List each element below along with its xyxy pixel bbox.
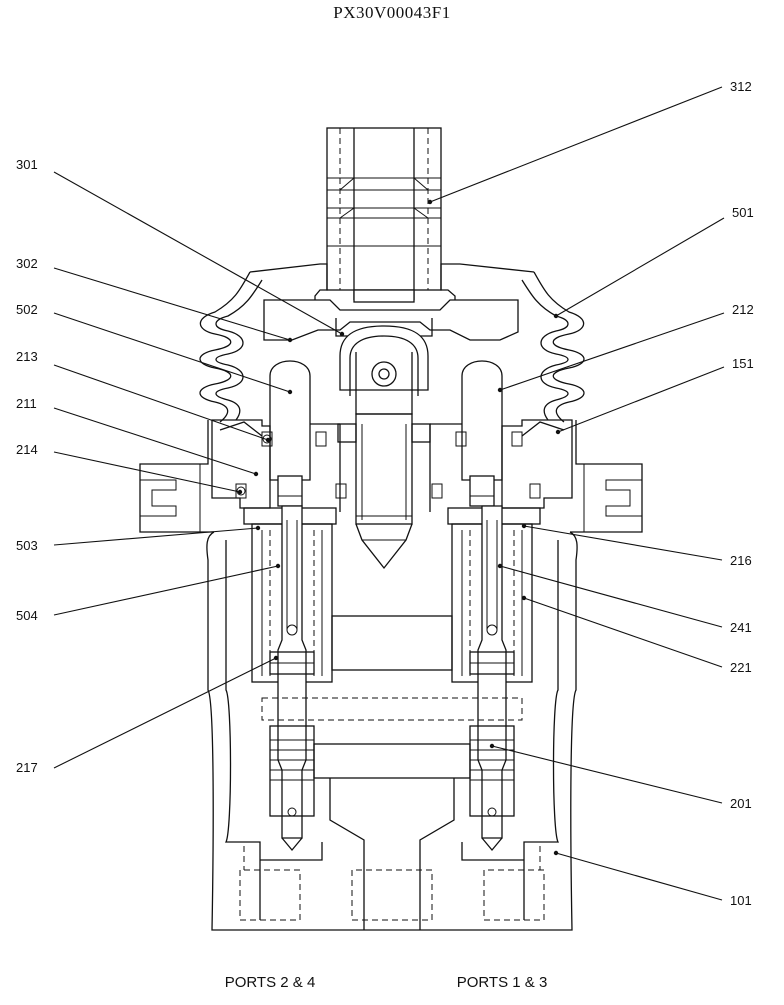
callout-213: 213	[16, 349, 38, 364]
callout-221: 221	[730, 660, 752, 675]
drawing-title: PX30V00043F1	[333, 3, 450, 22]
callout-216: 216	[730, 553, 752, 568]
callout-503: 503	[16, 538, 38, 553]
ports-left-label: PORTS 2 & 4	[225, 974, 316, 991]
valve-body-drawing	[139, 127, 643, 931]
callout-312: 312	[730, 79, 752, 94]
callout-211: 211	[16, 396, 37, 411]
callout-leaders	[53, 86, 725, 901]
callout-241: 241	[730, 620, 752, 635]
callout-302: 302	[16, 256, 38, 271]
callout-504: 504	[16, 608, 38, 623]
callout-217: 217	[16, 760, 38, 775]
callout-502: 502	[16, 302, 38, 317]
ports-right-label: PORTS 1 & 3	[457, 974, 548, 991]
callout-101: 101	[730, 893, 752, 908]
callout-214: 214	[16, 442, 38, 457]
callout-151: 151	[732, 356, 754, 371]
callout-labels: 312 301 501 302 502 212 213 151 211 214 …	[16, 79, 754, 908]
callout-201: 201	[730, 796, 752, 811]
callout-212: 212	[732, 302, 754, 317]
callout-501: 501	[732, 205, 754, 220]
callout-dots	[237, 199, 561, 856]
callout-301: 301	[16, 157, 38, 172]
